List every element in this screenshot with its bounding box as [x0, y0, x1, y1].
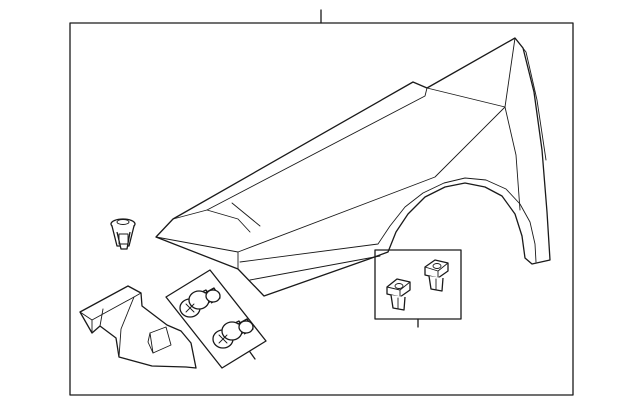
clip-nut-left [386, 278, 411, 311]
fender-bracket[interactable] [79, 285, 197, 369]
screw-lower [212, 318, 254, 349]
push-pin-clip[interactable] [110, 218, 136, 250]
clip-nut-box[interactable] [374, 249, 462, 328]
clip-nut-right [424, 259, 449, 292]
fender-panel[interactable] [155, 37, 551, 297]
screw-upper [179, 287, 221, 318]
bolt-screw-box[interactable] [165, 269, 267, 369]
